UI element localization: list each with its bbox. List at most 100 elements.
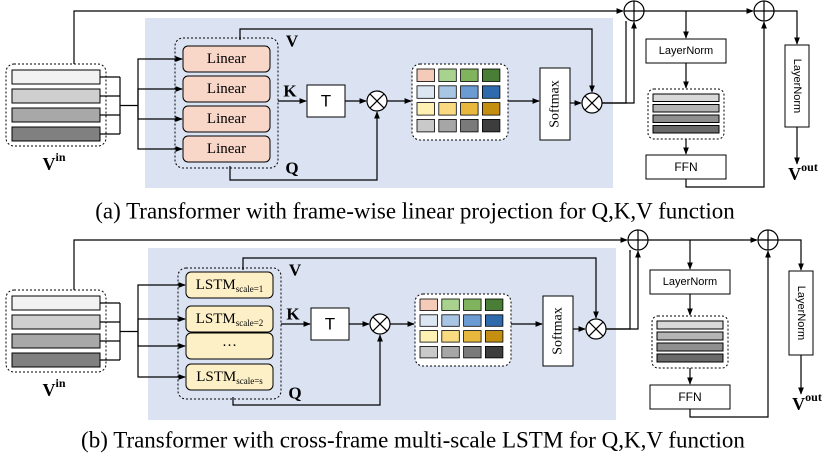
- panel-b-multi-scale-lstm: VinLSTMscale=1LSTMscale=2···LSTMscale=sV…: [5, 229, 822, 453]
- linear-label: Linear: [207, 81, 246, 97]
- projection-name: Linear: [207, 51, 246, 67]
- attention-cell: [416, 102, 435, 116]
- matmul-attn-v-operator: [581, 92, 603, 114]
- attention-cell: [441, 345, 460, 359]
- arrow: [242, 257, 599, 319]
- ffn-feature-bar: [652, 114, 720, 123]
- input-label-main: V: [42, 380, 55, 400]
- attention-cell: [484, 330, 504, 343]
- ffn-feature-bar: [652, 93, 720, 102]
- input-feature-bar: [11, 107, 101, 123]
- arrow: [689, 250, 771, 418]
- output-label-superscript: out: [801, 160, 818, 174]
- arrow: [137, 316, 186, 332]
- input-label-superscript: in: [55, 376, 65, 390]
- output-label: Vout: [792, 390, 822, 414]
- attention-cell: [481, 85, 501, 99]
- linear-box: [182, 75, 271, 103]
- arrow: [137, 105, 183, 152]
- residual-add-1-operator: [623, 0, 645, 22]
- attention-cell: [484, 298, 504, 311]
- input-label-main: V: [42, 154, 55, 174]
- projection-group: [177, 267, 282, 400]
- lstm-label: LSTMscale=2: [196, 311, 264, 328]
- linear-label: Linear: [207, 51, 246, 67]
- ffn-feature-bar: [656, 320, 724, 330]
- panel-a-frame-wise-linear: VinLinearLinearLinearLinearVKTQSoftmaxLa…: [5, 0, 818, 224]
- output-label-superscript: out: [805, 390, 822, 404]
- arrow: [73, 8, 624, 64]
- attention-cell: [463, 330, 482, 343]
- arrow: [239, 28, 595, 93]
- matmul-qk-operator-d2: [369, 93, 385, 109]
- input-feature-bar: [11, 126, 101, 142]
- output-label-main: V: [792, 394, 805, 414]
- transpose-label: T: [321, 92, 331, 111]
- attention-cell: [416, 85, 435, 99]
- arrow: [606, 250, 641, 330]
- linear-label: Linear: [207, 141, 246, 157]
- matmul-qk-operator-d2: [372, 316, 388, 332]
- attention-cell: [438, 119, 457, 133]
- lstm-label: LSTMscale=s: [196, 369, 263, 386]
- matmul-qk-operator: [369, 313, 391, 335]
- attention-cell: [419, 330, 438, 343]
- arrow: [137, 331, 186, 380]
- layernorm-2-box: [784, 44, 810, 128]
- lstm-box: [185, 332, 274, 360]
- arrow: [73, 237, 628, 290]
- projection-name: LSTM: [196, 277, 236, 293]
- projection-name: Linear: [207, 81, 246, 97]
- input-feature-bar: [11, 69, 101, 85]
- transpose-label: T: [325, 315, 335, 334]
- attention-cell: [438, 102, 457, 116]
- input-feature-bar: [11, 88, 101, 104]
- attention-cell: [463, 345, 482, 359]
- attention-cell: [484, 314, 504, 327]
- attention-cell: [438, 85, 457, 99]
- lstm-box: [185, 271, 274, 299]
- attention-cell: [481, 102, 501, 116]
- ffn-box: [645, 154, 727, 180]
- ffn-feature-bar: [656, 331, 724, 341]
- linear-box: [182, 45, 271, 73]
- arrow: [685, 21, 767, 188]
- layernorm-2-label: LayerNorm: [791, 59, 803, 113]
- ffn-feature-bar: [656, 342, 724, 352]
- attention-cell: [463, 298, 482, 311]
- matmul-attn-v-operator: [585, 318, 607, 340]
- input-feature-bar: [11, 352, 101, 368]
- layernorm-2-label: LayerNorm: [795, 286, 807, 340]
- ffn-feature-bar: [652, 125, 720, 134]
- projection-name: Linear: [207, 111, 246, 127]
- input-feature-bar: [11, 295, 101, 311]
- attention-cell: [463, 314, 482, 327]
- attention-cell: [441, 314, 460, 327]
- projection-scale-subscript: scale=2: [236, 318, 264, 328]
- linear-label: Linear: [207, 111, 246, 127]
- attention-cell: [460, 68, 479, 82]
- residual-add-2-operator: [757, 229, 779, 251]
- lstm-box: [185, 363, 274, 391]
- residual-add-1-operator: [627, 229, 649, 251]
- panel-caption: (b) Transformer with cross-frame multi-s…: [81, 428, 745, 453]
- layernorm-1-box: [645, 38, 727, 64]
- layernorm-1-label: LayerNorm: [659, 45, 713, 57]
- projection-name: ···: [222, 338, 237, 354]
- ffn-feature-bar: [652, 104, 720, 113]
- projection-scale-subscript: scale=1: [236, 284, 264, 294]
- input-label: Vin: [42, 376, 65, 400]
- arrow: [229, 111, 380, 181]
- attention-cell: [481, 68, 501, 82]
- projection-name: Linear: [207, 141, 246, 157]
- attention-cell: [460, 85, 479, 99]
- attention-cell: [416, 68, 435, 82]
- input-label-superscript: in: [55, 150, 65, 164]
- attention-cell: [419, 298, 438, 311]
- layernorm-1-label: LayerNorm: [663, 276, 717, 288]
- arrow: [137, 86, 183, 106]
- output-label: Vout: [788, 160, 818, 184]
- attention-cell: [441, 298, 460, 311]
- matmul-qk-operator: [366, 90, 388, 112]
